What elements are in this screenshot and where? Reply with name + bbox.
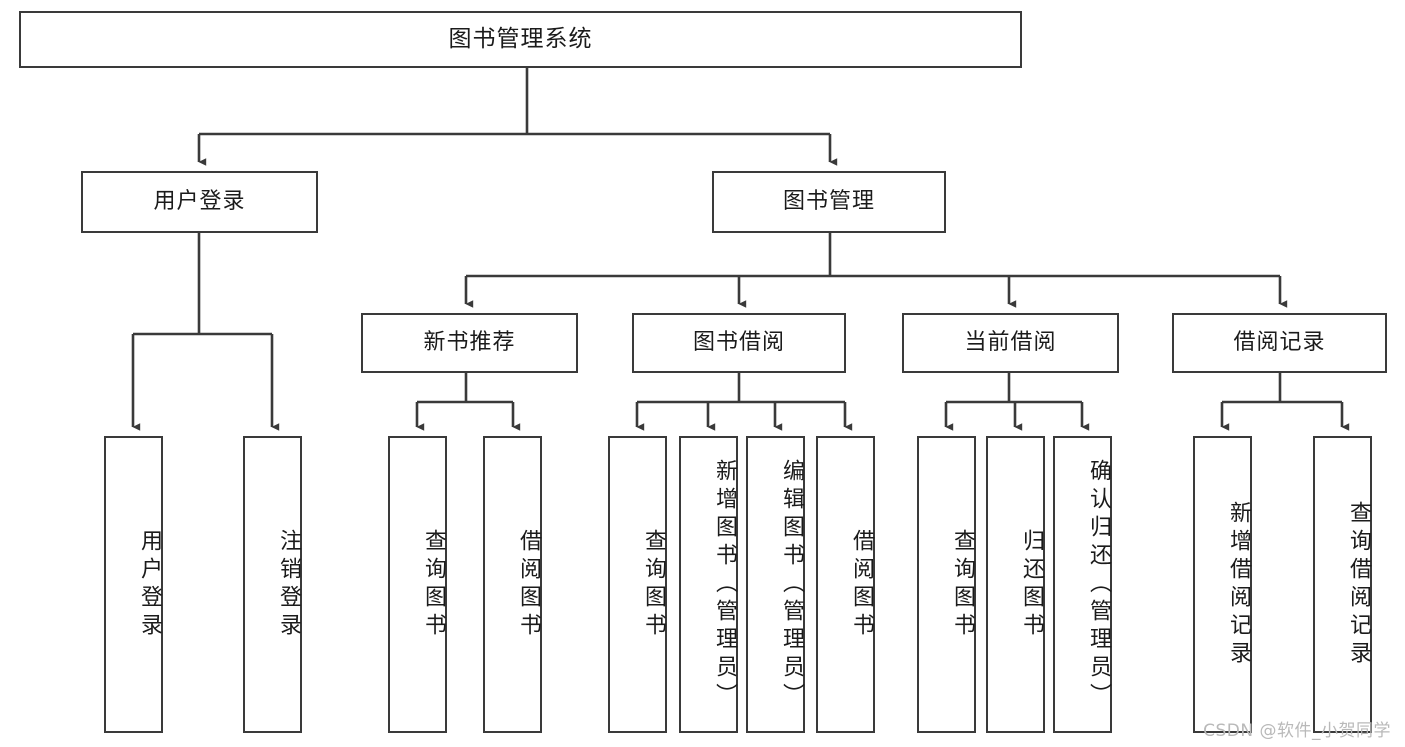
node-label: 借阅图书 xyxy=(849,528,874,641)
node-borrow-record[interactable]: 借阅记录 xyxy=(1172,313,1387,373)
leaf-record-add-record[interactable]: 新增借阅记录 xyxy=(1193,436,1252,733)
leaf-record-query-record[interactable]: 查询借阅记录 xyxy=(1313,436,1372,733)
node-label: 查询图书 xyxy=(950,528,975,641)
node-label: 用户登录 xyxy=(153,188,246,214)
node-label: 新书推荐 xyxy=(423,329,516,355)
node-label: 查询图书 xyxy=(421,528,446,641)
node-label: 图书管理 xyxy=(782,188,875,214)
node-label: 用户登录 xyxy=(137,528,162,641)
leaf-user-login-logout[interactable]: 注销登录 xyxy=(243,436,302,733)
leaf-current-query-book[interactable]: 查询图书 xyxy=(917,436,976,733)
node-label: 新增借阅记录 xyxy=(1226,500,1251,669)
watermark-text: CSDN @软件_小贺同学 xyxy=(1203,721,1391,741)
node-label: 借阅图书 xyxy=(516,528,541,641)
node-current-borrow[interactable]: 当前借阅 xyxy=(902,313,1119,373)
node-book-management[interactable]: 图书管理 xyxy=(712,171,946,233)
leaf-current-confirm-return-admin[interactable]: 确认归还（管理员） xyxy=(1053,436,1112,733)
leaf-current-return-book[interactable]: 归还图书 xyxy=(986,436,1045,733)
node-user-login[interactable]: 用户登录 xyxy=(81,171,318,233)
node-label: 查询借阅记录 xyxy=(1346,500,1371,669)
leaf-recommend-query-book[interactable]: 查询图书 xyxy=(388,436,447,733)
leaf-borrow-borrow-book[interactable]: 借阅图书 xyxy=(816,436,875,733)
node-label: 新增图书（管理员） xyxy=(712,458,737,711)
node-label: 查询图书 xyxy=(641,528,666,641)
node-label: 编辑图书（管理员） xyxy=(779,458,804,711)
node-label: 注销登录 xyxy=(276,528,301,641)
leaf-recommend-borrow-book[interactable]: 借阅图书 xyxy=(483,436,542,733)
leaf-borrow-edit-book-admin[interactable]: 编辑图书（管理员） xyxy=(746,436,805,733)
node-label: 确认归还（管理员） xyxy=(1086,458,1111,711)
leaf-user-login-login[interactable]: 用户登录 xyxy=(104,436,163,733)
leaf-borrow-add-book-admin[interactable]: 新增图书（管理员） xyxy=(679,436,738,733)
node-label: 归还图书 xyxy=(1019,528,1044,641)
node-label: 图书借阅 xyxy=(692,329,785,355)
node-book-borrow[interactable]: 图书借阅 xyxy=(632,313,846,373)
node-root-system[interactable]: 图书管理系统 xyxy=(19,11,1022,68)
node-label: 当前借阅 xyxy=(964,329,1057,355)
node-label: 图书管理系统 xyxy=(448,25,593,52)
node-label: 借阅记录 xyxy=(1233,329,1326,355)
node-new-book-recommend[interactable]: 新书推荐 xyxy=(361,313,578,373)
leaf-borrow-query-book[interactable]: 查询图书 xyxy=(608,436,667,733)
